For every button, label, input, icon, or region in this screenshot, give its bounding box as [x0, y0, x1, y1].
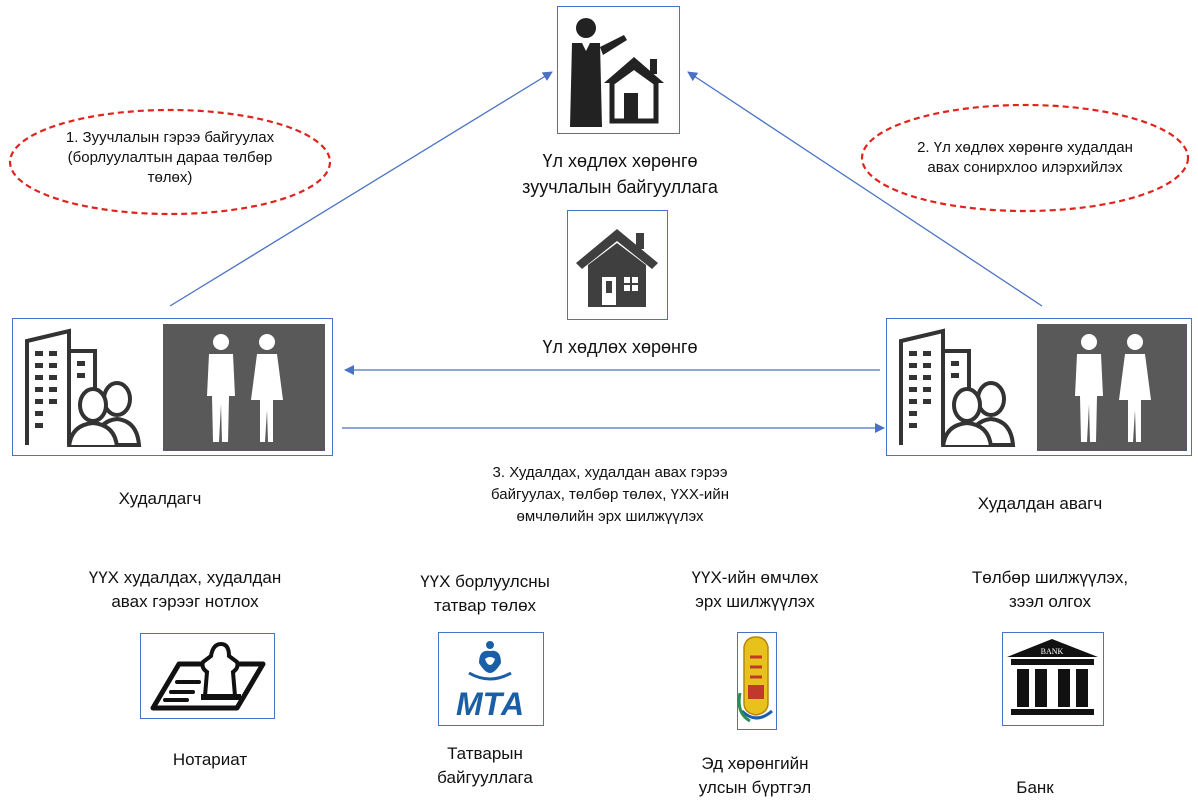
step1-text: 1. Зуучлалын гэрээ байгуулах (борлуулалт…: [30, 128, 310, 188]
mta-logo: МТА: [456, 641, 524, 722]
house-icon: [576, 229, 658, 307]
notary-box: [140, 633, 275, 719]
notary-stamp-icon: [150, 641, 266, 711]
bank-role: Төлбөр шилжүүлэх, зээл олгох: [950, 566, 1150, 614]
notary-name-line1: Нотариат: [172, 750, 248, 769]
tax-name: Татварын байгууллага: [385, 742, 585, 790]
tax-box: МТА: [438, 632, 544, 726]
step2-line1: 2. Үл хөдлөх хөрөнгө худалдан: [917, 139, 1133, 156]
registry-name: Эд хөрөнгийн улсын бүртгэл: [655, 752, 855, 800]
agency-label-line2: зуучлалын байгууллага: [522, 177, 718, 197]
tax-name-line1: Татварын: [447, 744, 523, 763]
realtor-with-house-icon: [570, 18, 664, 127]
couple-icon: [1037, 324, 1187, 451]
bank-name-line1: Банк: [1016, 778, 1054, 797]
state-registry-emblem: [737, 636, 773, 723]
step3-line3: өмчлөлийн эрх шилжүүлэх: [516, 508, 704, 525]
seller-box: [12, 318, 333, 456]
tax-role-line1: ҮҮХ борлуулсны: [420, 572, 550, 591]
notary-name: Нотариат: [110, 748, 310, 772]
registry-name-line2: улсын бүртгэл: [698, 778, 812, 797]
step2-line2: авах сонирхлоо илэрхийлэх: [927, 159, 1123, 176]
buyer-label: Худалдан авагч: [977, 494, 1103, 513]
notary-role-line1: ҮҮХ худалдах, худалдан: [88, 568, 282, 587]
bank-logo-text: BANK: [1041, 647, 1064, 656]
property-label[interactable]: Үл хөдлөх хөрөнгө: [542, 337, 698, 357]
registry-box: [737, 632, 777, 730]
step1-ellipse: [8, 108, 332, 216]
couple-icon: [163, 324, 325, 451]
agency-box: [557, 6, 680, 134]
bank-building-icon: BANK: [1007, 639, 1098, 715]
notary-role-line2: авах гэрээг нотлох: [111, 592, 259, 611]
buyer-box: [886, 318, 1192, 456]
step3-text: 3. Худалдах, худалдан авах гэрээ байгуул…: [455, 462, 765, 528]
property-box: [567, 210, 668, 320]
office-building-people-icon: [899, 328, 1016, 447]
tax-name-line2: байгууллага: [437, 768, 533, 787]
step2-text: 2. Үл хөдлөх хөрөнгө худалдан авах сонир…: [880, 138, 1170, 178]
registry-role: ҮҮХ-ийн өмчлөх эрх шилжүүлэх: [655, 566, 855, 614]
step3-line2: байгуулах, төлбөр төлөх, ҮХХ-ийн: [491, 486, 729, 503]
bank-role-line1: Төлбөр шилжүүлэх,: [971, 568, 1129, 587]
registry-role-line1: ҮҮХ-ийн өмчлөх: [691, 568, 819, 587]
notary-role: ҮҮХ худалдах, худалдан авах гэрээг нотло…: [60, 566, 310, 614]
registry-name-line1: Эд хөрөнгийн: [701, 754, 809, 773]
bank-box: BANK: [1002, 632, 1104, 726]
arrow-buyer-to-agency: [687, 71, 1043, 307]
tax-role-line2: татвар төлөх: [433, 596, 537, 615]
step2-ellipse: [860, 103, 1190, 213]
bank-role-line2: зээл олгох: [1008, 592, 1091, 611]
seller-label: Худалдагч: [118, 489, 202, 508]
tax-role: ҮҮХ борлуулсны татвар төлөх: [385, 570, 585, 618]
step1-line1: 1. Зуучлалын гэрээ байгуулах: [65, 129, 275, 146]
agency-label: Үл хөдлөх хөрөнгө зуучлалын байгууллага: [495, 148, 745, 200]
step1-line3: төлөх): [147, 169, 193, 186]
step1-line2: (борлуулалтын дараа төлбөр: [67, 149, 273, 166]
office-building-people-icon: [25, 328, 142, 447]
registry-role-line2: эрх шилжүүлэх: [695, 592, 815, 611]
mta-logo-text: МТА: [456, 686, 524, 722]
bank-name: Банк: [960, 776, 1110, 800]
arrow-seller-to-agency: [169, 71, 553, 307]
agency-label-line1: Үл хөдлөх хөрөнгө: [542, 151, 698, 171]
step3-line1: 3. Худалдах, худалдан авах гэрээ: [492, 464, 728, 481]
